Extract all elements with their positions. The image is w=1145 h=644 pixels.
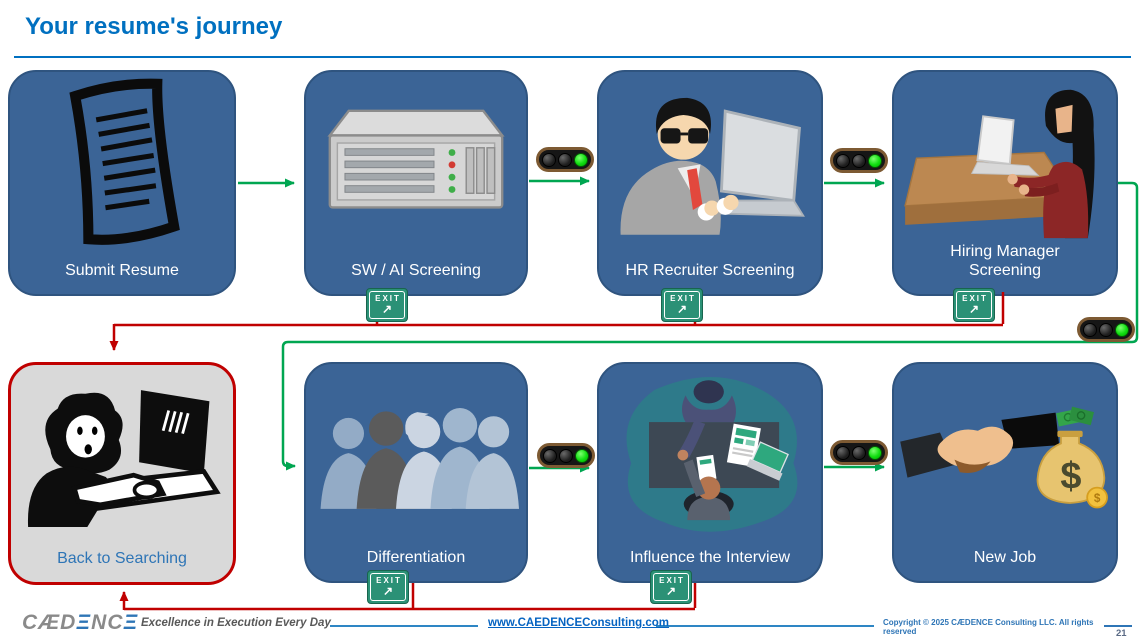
interview-icon <box>599 372 821 532</box>
page-title: Your resume's journey <box>25 13 283 40</box>
box-label: Differentiation <box>366 548 466 566</box>
lamp-off <box>836 153 850 168</box>
hiring-manager-icon <box>894 80 1116 244</box>
hr-recruiter-icon <box>599 80 821 244</box>
exit-arrow-icon: ↗ <box>382 583 394 598</box>
lamp-off <box>543 448 557 463</box>
traffic-light <box>1077 317 1135 342</box>
candidates-icon <box>306 372 526 531</box>
exit-sign: EXIT↗ <box>650 570 692 604</box>
exit-label: EXIT <box>659 576 685 586</box>
lamp-green <box>1115 322 1129 337</box>
box-influence-the-interview: Influence the Interview <box>597 362 823 583</box>
lamp-green <box>868 153 882 168</box>
server-icon <box>306 80 526 244</box>
footer-rule <box>330 625 478 627</box>
exit-arrow-icon: ↗ <box>665 583 677 598</box>
job-seeker-icon <box>11 373 233 532</box>
lamp-green <box>575 448 589 463</box>
box-back-to-searching: Back to Searching <box>8 362 236 585</box>
box-label: Influence the Interview <box>629 548 791 566</box>
exit-arrow-icon: ↗ <box>676 301 688 316</box>
lamp-off <box>836 445 850 460</box>
box-hr-recruiter-screening: HR Recruiter Screening <box>597 70 823 296</box>
resume-icon <box>10 78 234 245</box>
box-label: SW / AI Screening <box>351 261 481 279</box>
lamp-green <box>574 152 588 167</box>
exit-sign: EXIT↗ <box>661 288 703 322</box>
exit-sign: EXIT↗ <box>953 288 995 322</box>
svg-text:$: $ <box>1060 456 1081 498</box>
logo-part: Ξ <box>123 611 139 634</box>
lamp-off <box>852 153 866 168</box>
traffic-light <box>537 443 595 468</box>
exit-label: EXIT <box>376 576 402 586</box>
company-logo: CÆDΞNCΞ <box>22 611 138 635</box>
exit-arrow-icon: ↗ <box>381 301 393 316</box>
traffic-light <box>536 147 594 172</box>
box-submit-resume: Submit Resume <box>8 70 236 296</box>
box-new-job: $ $ New Job <box>892 362 1118 583</box>
exit-arrow-icon: ↗ <box>968 301 980 316</box>
page-number: 21 <box>1116 628 1127 639</box>
box-hiring-manager-screening: Hiring Manager Screening <box>892 70 1118 296</box>
box-label: Submit Resume <box>65 261 179 279</box>
box-label: New Job <box>973 548 1037 566</box>
title-underline <box>14 56 1131 58</box>
logo-part: NC <box>91 611 124 634</box>
lamp-off <box>558 152 572 167</box>
traffic-light <box>830 440 888 465</box>
lamp-off <box>1083 322 1097 337</box>
box-label: Hiring Manager Screening <box>950 242 1060 279</box>
footer-rule <box>1104 625 1132 627</box>
lamp-green <box>868 445 882 460</box>
lamp-off <box>1099 322 1113 337</box>
footer-copyright: Copyright © 2025 CÆDENCE Consulting LLC.… <box>883 618 1094 636</box>
lamp-off <box>559 448 573 463</box>
logo-part: Ξ <box>76 611 92 634</box>
footer-link[interactable]: www.CAEDENCEConsulting.com <box>488 617 670 629</box>
exit-sign: EXIT↗ <box>367 570 409 604</box>
box-label: Back to Searching <box>57 549 187 567</box>
box-sw-ai-screening: SW / AI Screening <box>304 70 528 296</box>
handshake-money-icon: $ $ <box>894 372 1116 531</box>
lamp-off <box>542 152 556 167</box>
svg-text:$: $ <box>1094 492 1101 505</box>
footer-tagline: Excellence in Execution Every Day <box>141 617 331 629</box>
logo-part: CÆD <box>22 611 77 634</box>
exit-sign: EXIT↗ <box>366 288 408 322</box>
traffic-light <box>830 148 888 173</box>
footer-rule <box>656 625 874 627</box>
box-label: HR Recruiter Screening <box>625 261 795 279</box>
box-differentiation: Differentiation <box>304 362 528 583</box>
lamp-off <box>852 445 866 460</box>
